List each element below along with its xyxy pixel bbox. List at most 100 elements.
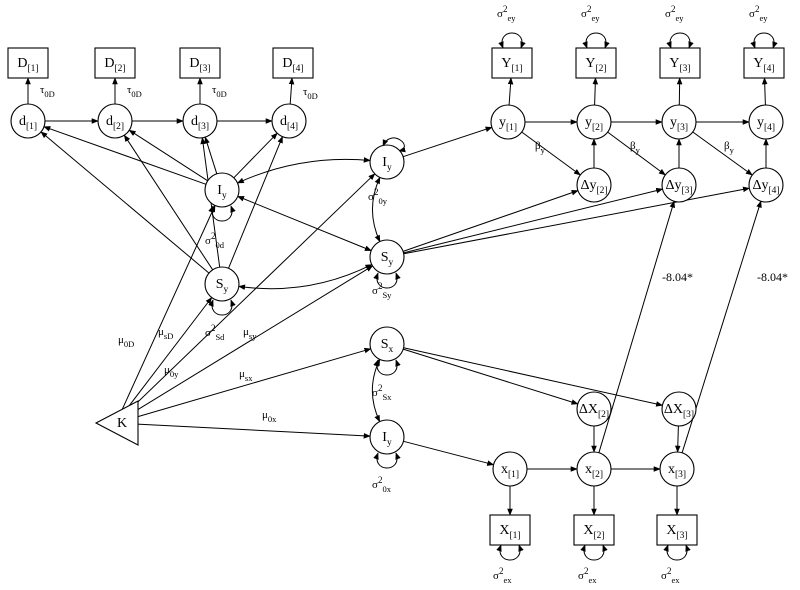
node-Y2-subscript: [2] [596, 64, 607, 74]
node-dy3-subscript: [3] [681, 186, 692, 196]
var-loop-Ix [373, 452, 401, 469]
node-d2: d[2] [97, 103, 133, 139]
var-loop-Y1 [498, 32, 526, 49]
node-x2-subscript: [2] [592, 470, 603, 480]
node-X2-box [573, 514, 615, 546]
node-dX2: ΔX[2] [576, 391, 612, 427]
label-var_Y3-sup: 2 [671, 4, 676, 14]
node-Sd: Sy [204, 266, 240, 302]
node-d1-circle [10, 103, 46, 139]
node-Sd-circle [204, 266, 240, 302]
node-Ix-circle [369, 419, 405, 455]
node-Sx: Sx [369, 326, 405, 362]
edge-Sx-dX2 [403, 348, 579, 405]
label-var_Iy-sub: 0y [378, 196, 387, 206]
node-Iy-subscript: y [387, 163, 392, 173]
var-loop-Y3 [666, 32, 694, 49]
edge-Sy-dy2 [402, 190, 579, 252]
node-d4-subscript: [4] [287, 122, 298, 132]
node-Id-label: Iy [217, 183, 227, 201]
node-Y3-box [659, 47, 701, 79]
node-y1-circle [490, 104, 526, 140]
var-loop-Sd [208, 299, 236, 316]
node-Y1-label: Y[1] [501, 56, 522, 74]
label-beta2: βy [630, 140, 641, 155]
label-var_Ix-base: σ [372, 479, 378, 491]
var-loop-Sx [373, 359, 401, 376]
label-tau2-sub: 0D [131, 89, 141, 99]
node-dX3-label: ΔX[3] [664, 402, 694, 420]
node-Iy-base: I [382, 155, 387, 170]
node-y3: y[3] [661, 104, 697, 140]
node-x3-subscript: [3] [675, 470, 686, 480]
label-musx-sub: sx [245, 373, 253, 383]
label-var_Y1-base: σ [497, 8, 503, 20]
node-D1-subscript: [1] [28, 64, 39, 74]
node-dy4-base: Δy [752, 178, 768, 193]
node-X1-subscript: [1] [510, 531, 521, 541]
edge-Id-d3 [204, 136, 218, 174]
node-D2-subscript: [2] [115, 64, 126, 74]
label-var_Iy-sup: 2 [374, 187, 379, 197]
node-Y4-base: Y [753, 56, 763, 71]
node-d4-circle [271, 103, 307, 139]
label-mu0D: μ0D [118, 334, 134, 349]
edge-y3-dy4 [692, 131, 753, 176]
node-Y3-base: Y [669, 56, 679, 71]
edge-Iy-y1 [402, 126, 493, 158]
label-musy-base: μ [243, 326, 249, 338]
node-dy4: Δy[4] [748, 167, 784, 203]
label-var_Y3: σ2ey [665, 4, 684, 23]
node-Sd-subscript: y [224, 285, 229, 295]
label-mu0D-sub: 0D [124, 339, 134, 349]
node-Ix-base: I [382, 430, 387, 445]
node-d2-label: d[2] [106, 114, 124, 132]
label-musy-sub: sy [249, 331, 257, 341]
edge-K-Ix [129, 423, 371, 439]
node-dX3-subscript: [3] [683, 410, 694, 420]
node-y4-circle [748, 104, 784, 140]
node-y4-base: y [757, 115, 764, 130]
label-var_Y1-sup: 2 [503, 4, 508, 14]
node-dX3: ΔX[3] [661, 391, 697, 427]
node-dy2-subscript: [2] [596, 186, 607, 196]
var-loop-Y4 [750, 32, 778, 49]
label-var_X3: σ2ex [661, 566, 680, 585]
label-var_Iy: σ20y [368, 187, 388, 206]
node-Sy-label: Sy [381, 250, 394, 268]
label-var_X3-base: σ [661, 570, 667, 582]
node-D2-label: D[2] [104, 56, 125, 74]
node-x2-base: x [585, 462, 592, 477]
node-Y4-label: Y[4] [753, 56, 774, 74]
node-Sy: Sy [369, 239, 405, 275]
node-Y3: Y[3] [659, 47, 701, 79]
node-X3-label: X[3] [666, 523, 687, 541]
label-var_Sd: σ2Sd [205, 323, 225, 342]
node-Y3-label: Y[3] [669, 56, 690, 74]
node-D3: D[3] [179, 47, 221, 79]
node-K: K [94, 400, 139, 446]
node-X3-base: X [666, 523, 676, 538]
node-dX3-circle [661, 391, 697, 427]
node-X1-base: X [499, 523, 509, 538]
label-var_Y2-sub: ey [591, 13, 600, 23]
node-x1-circle [492, 451, 528, 487]
node-d3-label: d[3] [191, 114, 209, 132]
node-dy2-base: Δy [580, 178, 596, 193]
label-var_Sd-sub: Sd [215, 332, 225, 342]
cov-Sd-Sy [238, 264, 373, 291]
node-Iy-circle [369, 144, 405, 180]
label-var_Y4-sup: 2 [755, 4, 760, 14]
edge-K-Id [121, 204, 216, 411]
label-var_X2-sup: 2 [584, 566, 589, 576]
label-var_Sx-sub: Sx [382, 392, 392, 402]
node-x3-base: x [668, 462, 675, 477]
coefficient-coef2: -8.04* [757, 270, 788, 284]
node-Id-subscript: y [222, 191, 227, 201]
label-var_Sy-base: σ [372, 285, 378, 297]
label-var_Sx-base: σ [372, 387, 378, 399]
label-beta1: βy [535, 140, 546, 155]
node-x2-circle [576, 451, 612, 487]
label-mu0y-sub: 0y [170, 369, 179, 379]
